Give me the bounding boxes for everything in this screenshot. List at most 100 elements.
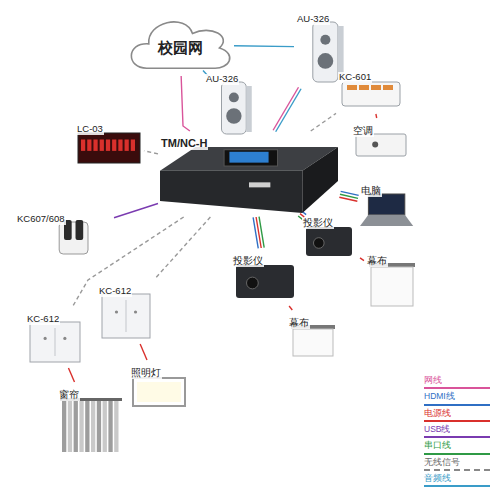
panel-drawing [98, 292, 154, 342]
device-label: AU-326 [205, 74, 239, 85]
cable-connector [181, 76, 190, 131]
light-drawing [130, 374, 188, 414]
drawing-part [76, 220, 84, 240]
drawing-part [302, 147, 338, 213]
drawing-part [371, 85, 381, 90]
cable-group [144, 151, 158, 154]
cable-group [339, 191, 358, 201]
speaker-node: AU-326 [205, 68, 260, 138]
panel-node: KC-612 [98, 280, 154, 342]
device-label: 电脑 [360, 186, 382, 197]
panel-drawing [26, 320, 84, 366]
drawing-part [224, 150, 277, 166]
projector-icon [236, 265, 294, 298]
drawing-part [313, 238, 324, 249]
drawing-part [74, 401, 78, 452]
drawing-part [347, 85, 357, 90]
screen-icon [291, 325, 335, 356]
drawing-part [318, 53, 334, 69]
drawing-part [114, 401, 118, 452]
drawing-part [91, 401, 95, 452]
device-label: TM/NC-H [160, 137, 208, 150]
drawing-part [44, 337, 47, 340]
drawing-part [306, 227, 352, 256]
legend-swatch [424, 436, 490, 438]
device-label: 校园网 [157, 39, 204, 56]
cable-group [234, 45, 294, 47]
drawing-part [368, 194, 404, 215]
cable-group [273, 87, 301, 132]
drawing-part [246, 86, 252, 132]
drawing-part [222, 82, 247, 134]
cable-group [114, 204, 158, 218]
screen-icon [369, 263, 415, 306]
device-label: 投影仪 [302, 218, 334, 229]
legend-text: 电源线 [424, 409, 490, 418]
led-node: LC-03 [76, 118, 142, 168]
cable-group [68, 368, 74, 382]
ac-icon [356, 134, 406, 156]
legend-entry: 音频线 [424, 474, 490, 487]
rack-node: TM/NC-H [160, 133, 338, 215]
light-node: 照明灯 [130, 362, 188, 414]
controller-icon [342, 82, 400, 106]
device-label: LC-03 [76, 124, 104, 135]
device-label: 幕布 [288, 318, 310, 329]
legend-entry: 无线信号 [424, 458, 490, 471]
drawing-part [85, 401, 89, 452]
cable-connector [289, 306, 292, 310]
drawing-part [247, 277, 259, 289]
drawing-part [229, 152, 268, 163]
drawing-part [356, 134, 406, 156]
gadget-icon [59, 220, 88, 254]
drawing-part [293, 329, 333, 356]
legend-text: 网线 [424, 376, 490, 385]
panel-icon [102, 294, 150, 338]
gadget-drawing [16, 220, 112, 260]
device-label: KC607/608 [16, 214, 66, 225]
drawing-part [134, 310, 137, 313]
led-drawing [76, 130, 142, 168]
cable-group [360, 258, 364, 261]
drawing-part [342, 82, 400, 106]
legend-text: USB线 [424, 425, 490, 434]
legend-text: 无线信号 [424, 458, 490, 467]
legend-text: 串口线 [424, 441, 490, 450]
drawing-part [131, 22, 229, 68]
drawing-part [118, 140, 122, 151]
drawing-part [30, 322, 80, 362]
drawing-part [133, 378, 185, 406]
ac-node: 空调 [352, 120, 410, 160]
drawing-part [68, 401, 72, 452]
laptop-icon [360, 194, 413, 226]
speaker-drawing [205, 80, 260, 138]
drawing-part [371, 267, 413, 306]
projector-drawing [302, 224, 358, 262]
device-label: 幕布 [366, 256, 388, 267]
cable-group [253, 217, 264, 249]
cable-group [375, 114, 377, 118]
light-icon [133, 378, 185, 406]
drawing-part [55, 328, 56, 356]
drawing-part [62, 401, 66, 452]
panel-icon [30, 322, 80, 362]
legend-text: 音频线 [424, 474, 490, 483]
cloud-icon [131, 22, 229, 68]
cable-connector [140, 344, 147, 360]
drawing-part [160, 171, 302, 213]
device-label: AU-326 [296, 14, 330, 25]
controller-node: KC-601 [338, 66, 404, 112]
legend: 网线HDMI线电源线USB线串口线无线信号音频线 [424, 376, 490, 490]
drawing-part [236, 265, 294, 298]
cable-connector [156, 217, 211, 278]
drawing-part [125, 140, 129, 151]
projector-node: 投影仪 [232, 250, 300, 304]
cable-connector [73, 217, 184, 306]
device-label: 投影仪 [232, 256, 264, 267]
legend-swatch [424, 387, 490, 389]
drawing-part [106, 140, 110, 151]
controller-drawing [338, 78, 404, 112]
projector-drawing [232, 262, 300, 304]
drawing-part [372, 142, 378, 148]
